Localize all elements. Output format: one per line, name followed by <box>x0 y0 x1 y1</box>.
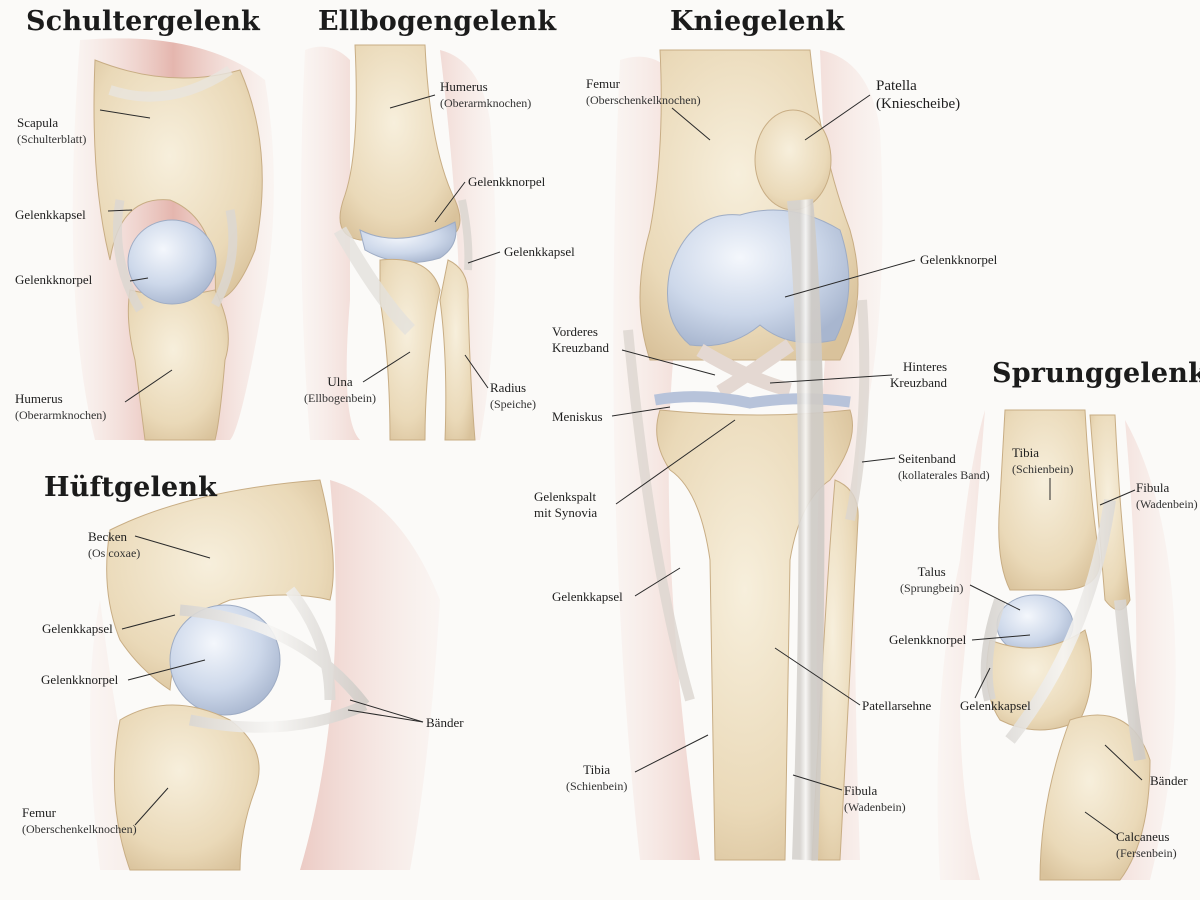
label-shoulder-humerus: Humerus (Oberarmknochen) <box>15 391 107 422</box>
shoulder-capsule <box>113 199 238 313</box>
label-ankle-ligaments: Bänder <box>1150 773 1188 788</box>
hip-cartilage <box>169 604 281 716</box>
label-ankle-tibia: Tibia (Schienbein) <box>1012 445 1074 476</box>
label-hip-ligaments: Bänder <box>426 715 464 730</box>
hip-ligaments <box>179 586 370 733</box>
title-knee: Kniegelenk <box>670 6 845 37</box>
knee-femur-cartilage <box>667 209 850 347</box>
label-knee-gap: Gelenkspalt mit Synovia <box>534 489 598 520</box>
title-shoulder: Schultergelenk <box>26 6 260 37</box>
label-knee-collateral: Seitenband (kollaterales Band) <box>898 451 990 482</box>
ankle-muscle <box>937 410 1176 880</box>
label-knee-pcl: Hinteres Kreuzband <box>890 359 948 390</box>
label-ankle-cartilage: Gelenkknorpel <box>889 632 967 647</box>
ankle-ligaments <box>980 499 1146 761</box>
patella-bone <box>754 109 832 211</box>
radius-bone <box>439 259 476 441</box>
label-shoulder-cartilage: Gelenkknorpel <box>15 272 93 287</box>
ankle-joint-drawing <box>937 409 1176 881</box>
label-knee-acl: Vorderes Kreuzband <box>552 324 610 355</box>
label-knee-capsule: Gelenkkapsel <box>552 589 623 604</box>
label-elbow-capsule: Gelenkkapsel <box>504 244 575 259</box>
calcaneus-bone <box>1039 714 1151 881</box>
patellar-tendon <box>787 198 825 861</box>
label-shoulder-scapula: Scapula (Schulterblatt) <box>17 115 87 146</box>
label-ankle-fibula: Fibula (Wadenbein) <box>1136 480 1198 511</box>
label-elbow-humerus: Humerus (Oberarmknochen) <box>440 79 532 110</box>
hip-muscle <box>90 480 440 870</box>
elbow-humerus-bone <box>339 44 461 241</box>
label-knee-patella: Patella (Kniescheibe) <box>876 78 961 112</box>
hip-femur-bone <box>113 704 260 871</box>
title-hip: Hüftgelenk <box>44 472 218 503</box>
hip-joint-drawing <box>90 479 440 871</box>
ankle-tibia-bone <box>998 409 1101 591</box>
label-shoulder-capsule: Gelenkkapsel <box>15 207 86 222</box>
label-hip-capsule: Gelenkkapsel <box>42 621 113 636</box>
label-hip-cartilage: Gelenkknorpel <box>41 672 119 687</box>
knee-joint-drawing <box>613 49 883 861</box>
label-knee-tibia: Tibia (Schienbein) <box>566 762 628 793</box>
label-knee-meniscus: Meniskus <box>552 409 603 424</box>
elbow-muscle <box>301 46 496 441</box>
label-ankle-talus: Talus (Sprungbein) <box>900 564 964 595</box>
pelvis-bone <box>106 479 334 691</box>
leader-lines <box>99 94 1143 836</box>
shoulder-humerus-bone <box>127 289 229 441</box>
label-knee-fibula: Fibula (Wadenbein) <box>844 783 906 814</box>
label-ankle-calcaneus: Calcaneus (Fersenbein) <box>1116 829 1177 860</box>
shoulder-joint-drawing <box>72 38 274 441</box>
elbow-joint-drawing <box>301 44 496 441</box>
label-knee-tendon: Patellarsehne <box>862 698 932 713</box>
label-hip-pelvis: Becken (Os coxae) <box>88 529 141 560</box>
label-knee-cartilage: Gelenkknorpel <box>920 252 998 267</box>
shoulder-cartilage <box>127 219 217 305</box>
label-knee-femur: Femur (Oberschenkelknochen) <box>586 76 701 107</box>
title-ankle: Sprunggelenk <box>992 358 1200 389</box>
label-elbow-radius: Radius (Speiche) <box>490 380 536 411</box>
label-hip-femur: Femur (Oberschenkelknochen) <box>22 805 137 836</box>
cruciate-ligaments <box>696 339 795 399</box>
ulna-bone <box>379 258 441 441</box>
label-ankle-capsule: Gelenkkapsel <box>960 698 1031 713</box>
title-elbow: Ellbogengelenk <box>318 6 557 37</box>
label-elbow-cartilage: Gelenkknorpel <box>468 174 546 189</box>
label-elbow-ulna: Ulna (Ellbogenbein) <box>304 374 376 405</box>
